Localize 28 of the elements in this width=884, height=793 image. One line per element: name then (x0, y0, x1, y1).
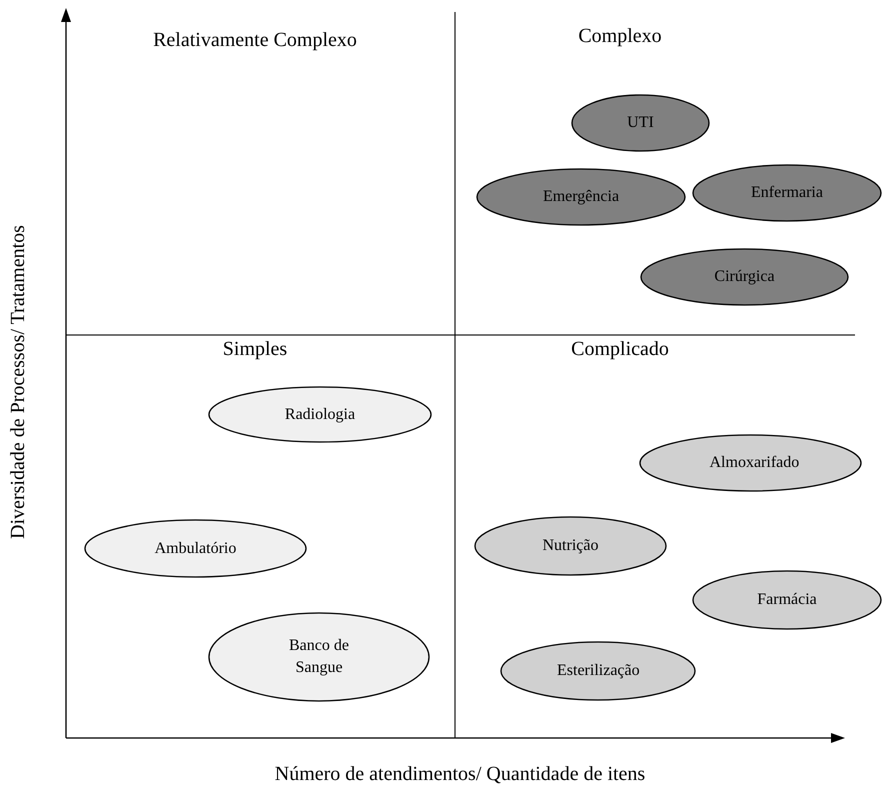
department-name: Ambulatório (154, 538, 238, 558)
department-name: Radiologia (284, 404, 356, 424)
y-axis-title: Diversidade de Processos/ Tratamentos (6, 224, 30, 541)
department-name: Esterilização (556, 661, 641, 681)
department-name: Farmácia (756, 590, 818, 610)
quadrant-title: Simples (222, 337, 288, 361)
department-name: Emergência (542, 187, 620, 207)
department-ellipse (208, 612, 430, 702)
department-ellipse (640, 248, 849, 306)
department-ellipse (639, 434, 862, 492)
department-name: Enfermaria (750, 183, 824, 203)
department-name: Banco de Sangue (288, 636, 350, 678)
department-name: Almoxarifado (708, 453, 800, 473)
quadrant-title: Complexo (577, 24, 663, 48)
department-ellipse (571, 94, 710, 152)
department-ellipse (500, 641, 696, 701)
department-ellipse (692, 164, 882, 222)
department-name: UTI (626, 113, 655, 133)
department-ellipse (84, 519, 307, 578)
department-ellipse (208, 386, 432, 443)
department-ellipse (474, 516, 667, 576)
department-ellipse (476, 168, 686, 226)
quadrant-title: Relativamente Complexo (152, 28, 358, 52)
department-ellipse (692, 570, 882, 630)
x-axis-title: Número de atendimentos/ Quantidade de itens (274, 762, 646, 786)
quadrant-title: Complicado (570, 337, 670, 361)
department-name: Cirúrgica (713, 267, 776, 287)
department-name: Nutrição (542, 536, 600, 556)
